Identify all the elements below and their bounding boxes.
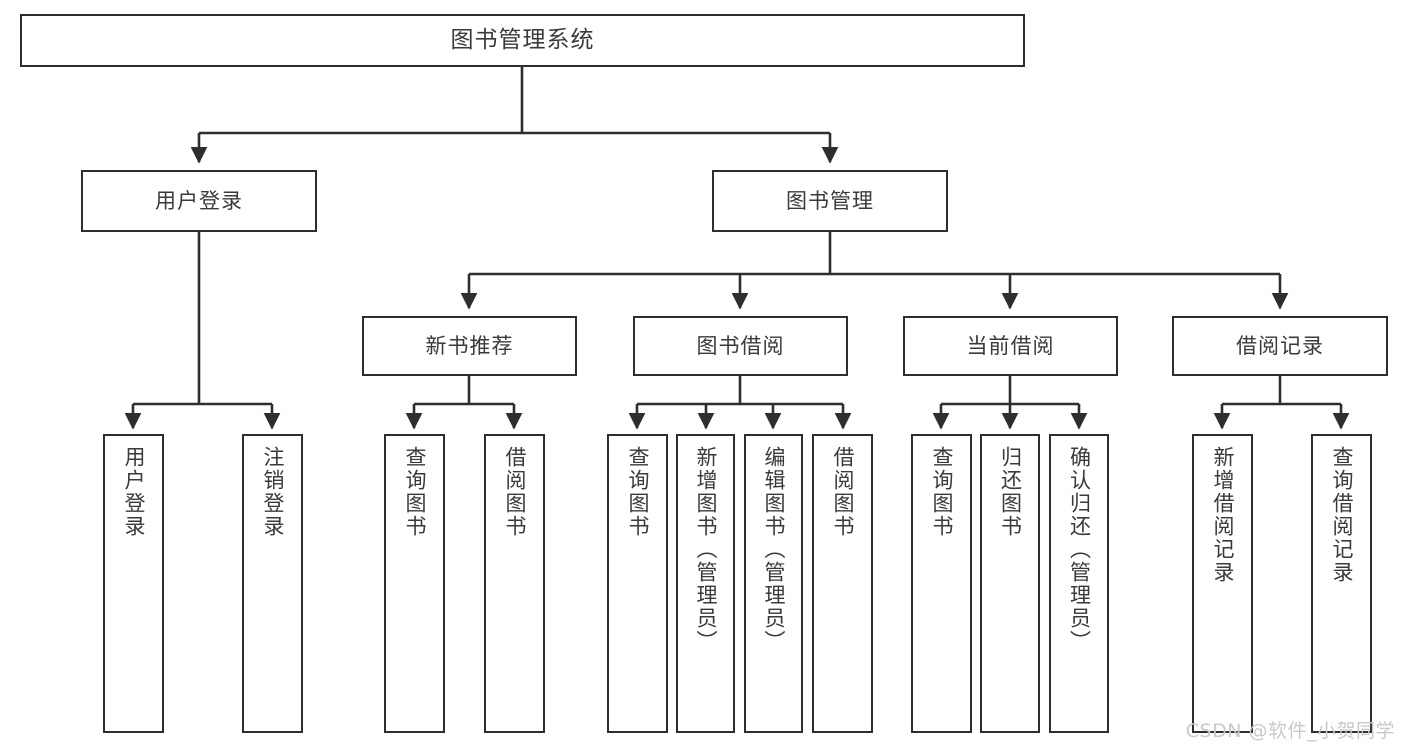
leaf-label: 查询图书 <box>930 446 954 538</box>
leaf-label: 用户登录 <box>122 446 146 538</box>
node-borrow-record[interactable]: 借阅记录 <box>1172 316 1388 376</box>
node-book-borrow[interactable]: 图书借阅 <box>633 316 848 376</box>
leaf-label: 新增借阅记录 <box>1211 446 1235 584</box>
leaf-book-borrow-borrow-book[interactable]: 借阅图书 <box>812 434 873 733</box>
leaf-label: 注销登录 <box>261 446 285 538</box>
leaf-label: 查询图书 <box>626 446 650 538</box>
node-label: 用户登录 <box>155 188 243 213</box>
leaf-label: 查询借阅记录 <box>1330 446 1354 584</box>
leaf-current-borrow-return-book[interactable]: 归还图书 <box>980 434 1040 733</box>
node-label: 新书推荐 <box>425 333 514 358</box>
leaf-label: 查询图书 <box>403 446 427 538</box>
leaf-label: 确认归还（管理员） <box>1067 446 1092 653</box>
leaf-book-borrow-add-book-admin[interactable]: 新增图书（管理员） <box>676 434 735 733</box>
node-label: 借阅记录 <box>1236 333 1324 358</box>
node-label: 图书管理 <box>786 188 874 213</box>
node-current-borrow[interactable]: 当前借阅 <box>903 316 1118 376</box>
node-new-book-recommend[interactable]: 新书推荐 <box>362 316 577 376</box>
leaf-current-borrow-confirm-return-admin[interactable]: 确认归还（管理员） <box>1049 434 1109 733</box>
leaf-book-borrow-query-book[interactable]: 查询图书 <box>607 434 668 733</box>
leaf-label: 借阅图书 <box>831 446 855 538</box>
node-label: 当前借阅 <box>966 333 1055 358</box>
leaf-label: 借阅图书 <box>503 446 527 538</box>
leaf-user-login-logout[interactable]: 注销登录 <box>242 434 303 733</box>
node-root-book-management-system[interactable]: 图书管理系统 <box>20 14 1025 67</box>
leaf-label: 新增图书（管理员） <box>694 446 718 653</box>
leaf-new-book-query-book[interactable]: 查询图书 <box>384 434 445 733</box>
leaf-current-borrow-query-book[interactable]: 查询图书 <box>911 434 972 733</box>
node-label: 图书管理系统 <box>450 27 595 54</box>
node-label: 图书借阅 <box>696 333 785 358</box>
csdn-watermark: CSDN @软件_小贺同学 <box>1185 720 1395 742</box>
leaf-borrow-record-query-record[interactable]: 查询借阅记录 <box>1311 434 1372 733</box>
leaf-borrow-record-add-record[interactable]: 新增借阅记录 <box>1192 434 1253 733</box>
leaf-book-borrow-edit-book-admin[interactable]: 编辑图书（管理员） <box>744 434 803 733</box>
node-user-login[interactable]: 用户登录 <box>81 170 317 232</box>
leaf-label: 归还图书 <box>998 446 1023 538</box>
leaf-label: 编辑图书（管理员） <box>762 446 786 653</box>
leaf-new-book-borrow-book[interactable]: 借阅图书 <box>484 434 545 733</box>
node-book-management[interactable]: 图书管理 <box>712 170 948 232</box>
leaf-user-login-login[interactable]: 用户登录 <box>103 434 164 733</box>
